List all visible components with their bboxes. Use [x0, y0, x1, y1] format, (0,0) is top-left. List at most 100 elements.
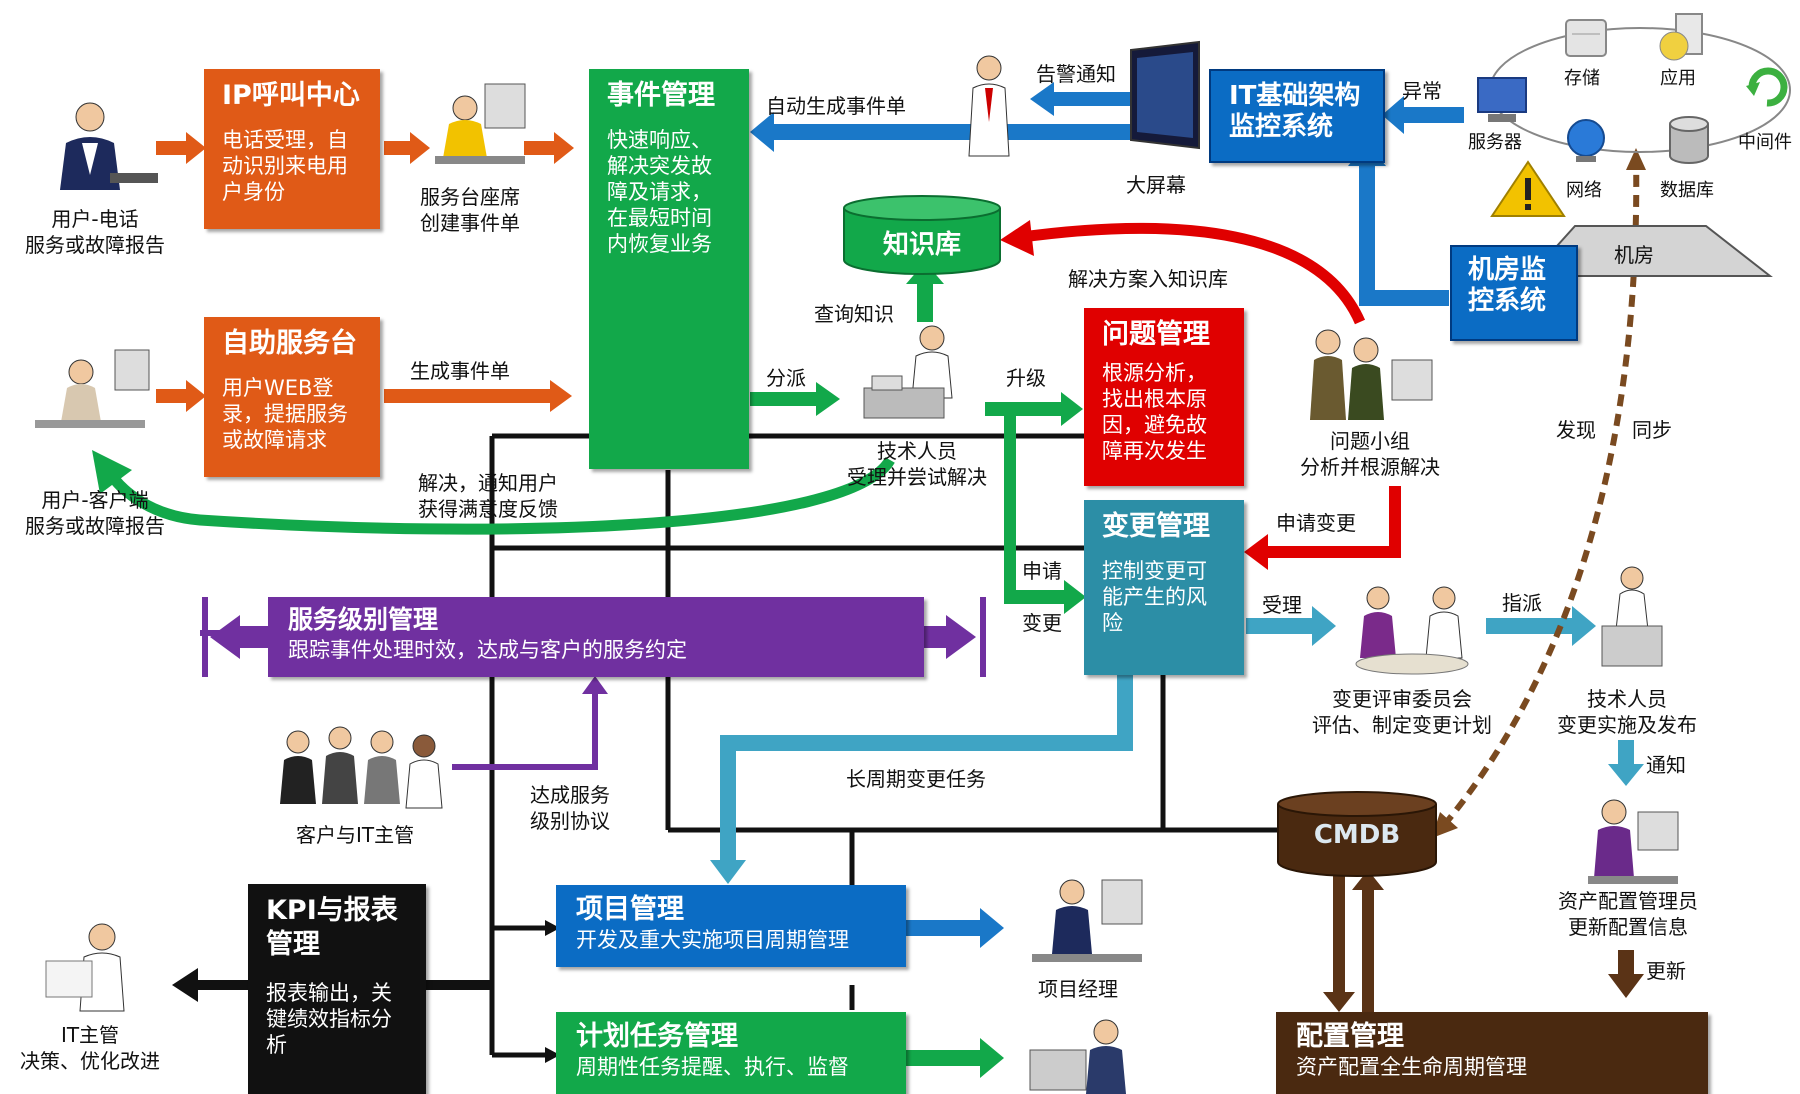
orange-arrows	[156, 132, 574, 412]
plan-task-mgmt-box: 计划任务管理 周期性任务提醒、执行、监督	[556, 1012, 906, 1094]
cmdb-brown-arrows	[1323, 866, 1644, 1014]
query-knowledge-label: 查询知识	[814, 302, 894, 326]
change-label: 变更	[1022, 611, 1062, 635]
cmdb-cylinder: CMDB	[1276, 790, 1438, 877]
solution-to-kb-red-curve	[1014, 223, 1366, 325]
teal-arrows	[710, 606, 1644, 884]
problem-mgmt-title: 问题管理	[1102, 319, 1210, 350]
big-screen-figure	[1130, 40, 1200, 150]
assign-label: 指派	[1502, 591, 1542, 615]
backbone-lines	[426, 433, 1280, 1055]
cab-label: 变更评审委员会评估、制定变更计划	[1312, 687, 1492, 737]
it-manager-figure	[45, 923, 125, 1012]
change-mgmt-desc: 控制变更可能产生的风险	[1102, 559, 1207, 635]
resolve-notify-label: 解决，通知用户获得满意度反馈	[418, 471, 558, 521]
problem-mgmt-desc: 根源分析，找出根本原因，避免故障再次发生	[1102, 361, 1207, 463]
user-client-figure	[35, 349, 150, 428]
project-manager-label: 项目经理	[1038, 977, 1118, 1001]
sla-agreement-label: 达成服务级别协议	[530, 783, 610, 833]
apply-label: 申请	[1022, 559, 1062, 583]
middleware-icon	[1746, 67, 1788, 107]
kpi-output-arrowhead	[172, 968, 198, 1002]
ip-call-center-box: IP呼叫中心 电话受理，自动识别来电用户身份	[204, 69, 380, 229]
network-label: 网络	[1566, 180, 1602, 201]
kpi-report-box: KPI与报表管理 报表输出，关键绩效指标分析	[248, 884, 426, 1094]
problem-team-figure	[1310, 329, 1433, 420]
project-mgmt-title: 项目管理	[576, 894, 684, 925]
knowledge-base-cylinder: 知识库	[842, 194, 1002, 275]
to-project-arrowhead	[545, 920, 560, 936]
user-client-label: 用户-客户端服务或故障报告	[25, 488, 165, 538]
incident-mgmt-desc: 快速响应、解决突发故障及请求，在最短时间内恢复业务	[607, 128, 712, 256]
project-manager-figure	[1032, 879, 1143, 962]
user-phone-label: 用户-电话服务或故障报告	[25, 207, 165, 257]
storage-label: 存储	[1564, 68, 1600, 89]
ip-call-center-title: IP呼叫中心	[222, 80, 360, 111]
alarm-operator-figure	[968, 55, 1010, 157]
tech-staff-figure	[863, 325, 953, 419]
incident-mgmt-box: 事件管理 快速响应、解决突发故障及请求，在最短时间内恢复业务	[589, 69, 749, 469]
solution-to-kb-arrowhead	[1000, 220, 1034, 256]
kpi-report-desc: 报表输出，关键绩效指标分析	[266, 981, 392, 1057]
config-mgmt-box: 配置管理 资产配置全生命周期管理	[1276, 1012, 1708, 1094]
to-plan-arrowhead	[545, 1047, 560, 1063]
problem-mgmt-box: 问题管理 根源分析，找出根本原因，避免故障再次发生	[1084, 308, 1244, 486]
customer-it-meeting-figure	[280, 726, 443, 809]
request-change-red-line	[1262, 486, 1401, 558]
room-monitor-title: 机房监控系统	[1468, 255, 1547, 316]
middleware-label: 中间件	[1738, 132, 1792, 153]
gen-ticket-label: 生成事件单	[410, 359, 510, 383]
config-mgmt-title: 配置管理	[1296, 1021, 1404, 1052]
self-service-box: 自助服务台 用户WEB登录，提据服务或故障请求	[204, 317, 380, 477]
long-term-task-label: 长周期变更任务	[846, 767, 986, 791]
database-label: 数据库	[1660, 180, 1714, 201]
infra-monitor-title: IT基础架构监控系统	[1229, 81, 1361, 142]
planner-figure	[1029, 1019, 1126, 1094]
it-manager-label: IT主管决策、优化改进	[20, 1023, 160, 1073]
update-label: 更新	[1646, 959, 1686, 983]
alarm-notice-label: 告警通知	[1036, 62, 1116, 86]
exception-label: 异常	[1402, 79, 1442, 103]
asset-admin-figure	[1588, 799, 1679, 884]
application-label: 应用	[1660, 68, 1696, 89]
sla-mgmt-box: 服务级别管理 跟踪事件处理时效，达成与客户的服务约定	[268, 597, 924, 677]
change-mgmt-title: 变更管理	[1102, 511, 1210, 542]
infra-monitor-box: IT基础架构监控系统	[1209, 69, 1385, 163]
sla-purple-arrows	[200, 597, 986, 770]
warning-icon	[1490, 160, 1566, 217]
sla-mgmt-title: 服务级别管理	[288, 605, 439, 634]
tech-staff-label: 技术人员受理并尝试解决	[847, 439, 987, 489]
cmdb-title: CMDB	[1313, 820, 1401, 850]
accept-label: 受理	[1262, 593, 1302, 617]
self-service-desc: 用户WEB登录，提据服务或故障请求	[222, 376, 348, 452]
database-icon	[1669, 116, 1709, 164]
knowledge-base-title: 知识库	[882, 230, 961, 260]
self-service-title: 自助服务台	[222, 328, 357, 359]
discover-label: 发现	[1556, 418, 1596, 442]
discover-sync-arrowhead	[1432, 812, 1458, 838]
cab-figure	[1355, 586, 1469, 675]
resolve-notify-green-curve	[103, 456, 895, 535]
ip-call-center-desc: 电话受理，自动识别来电用户身份	[222, 128, 348, 204]
escalate-label: 升级	[1006, 366, 1046, 390]
customer-it-label: 客户与IT主管	[296, 823, 415, 847]
project-mgmt-desc: 开发及重大实施项目周期管理	[576, 928, 849, 952]
asset-admin-label: 资产配置管理员更新配置信息	[1558, 889, 1698, 939]
sync-label: 同步	[1632, 418, 1672, 442]
knowledge-base-shape	[843, 195, 1001, 275]
tech-staff-deploy-label: 技术人员变更实施及发布	[1557, 687, 1697, 737]
application-icon	[1659, 13, 1703, 61]
kpi-report-title: KPI与报表管理	[266, 895, 398, 960]
plan-task-mgmt-title: 计划任务管理	[576, 1021, 738, 1052]
storage-icon	[1565, 19, 1607, 57]
green-arrows	[750, 262, 1086, 1078]
request-change-label: 申请变更	[1276, 511, 1356, 535]
cmdb-shape	[1277, 791, 1437, 877]
auto-gen-ticket-label: 自动生成事件单	[766, 94, 906, 118]
config-mgmt-desc: 资产配置全生命周期管理	[1296, 1055, 1527, 1079]
resolve-notify-arrowhead	[92, 450, 132, 494]
change-mgmt-box: 变更管理 控制变更可能产生的风险	[1084, 500, 1244, 675]
machine-room-label: 机房	[1614, 243, 1654, 267]
discover-sync-top-arrowhead	[1626, 148, 1646, 170]
